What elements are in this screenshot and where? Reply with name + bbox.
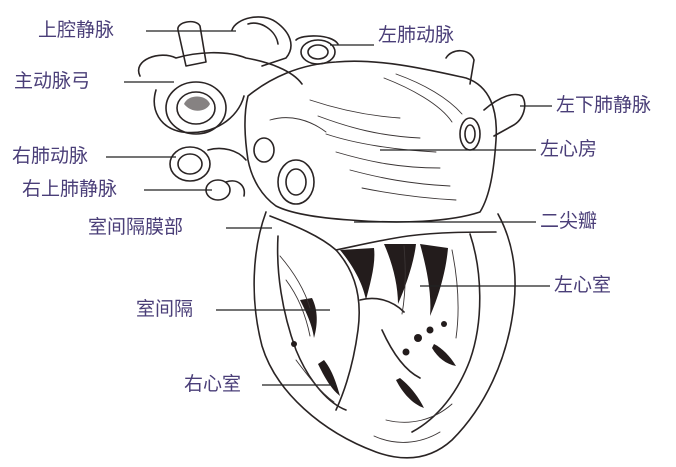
label-left-ventricle: 左心室: [554, 276, 611, 295]
label-membranous-septum: 室间隔膜部: [88, 218, 183, 237]
label-right-superior-pulmonary-vein: 右上肺静脉: [22, 180, 117, 199]
label-superior-vena-cava: 上腔静脉: [38, 21, 114, 40]
leader-lines: [106, 31, 552, 385]
superior-vena-cava-vessel: [178, 17, 291, 66]
left-atrium-body: [245, 51, 525, 222]
label-mitral-valve: 二尖瓣: [540, 212, 597, 231]
label-left-inferior-pulmonary-vein: 左下肺静脉: [556, 96, 651, 115]
label-left-atrium: 左心房: [540, 140, 597, 159]
label-aortic-arch: 主动脉弓: [14, 72, 90, 91]
ventricles-body: [254, 212, 515, 458]
label-left-pulmonary-artery: 左肺动脉: [378, 26, 454, 45]
label-right-pulmonary-artery: 右肺动脉: [12, 147, 88, 166]
label-right-ventricle: 右心室: [184, 375, 241, 394]
label-interventricular-septum: 室间隔: [136, 300, 193, 319]
aortic-arch-vessel: [139, 53, 302, 134]
